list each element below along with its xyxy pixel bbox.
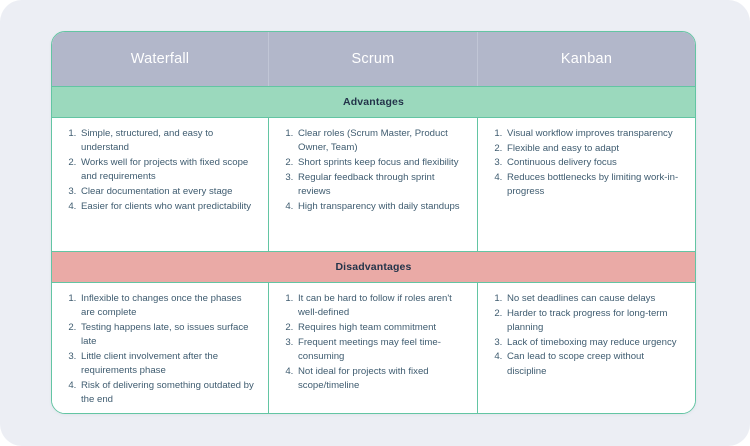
list-item: Inflexible to changes once the phases ar… bbox=[79, 292, 256, 320]
column-header-label: Kanban bbox=[560, 51, 613, 67]
list-item: Easier for clients who want predictabili… bbox=[79, 200, 256, 214]
section-band-label: Advantages bbox=[342, 96, 405, 108]
list-item: Little client involvement after the requ… bbox=[79, 350, 256, 378]
list-item: Simple, structured, and easy to understa… bbox=[79, 127, 256, 155]
list-item: Clear roles (Scrum Master, Product Owner… bbox=[296, 127, 465, 155]
advantages-cell-kanban: Visual workflow improves transparency Fl… bbox=[478, 118, 695, 251]
disadvantages-cell-kanban: No set deadlines can cause delays Harder… bbox=[478, 283, 695, 413]
list-item: It can be hard to follow if roles aren't… bbox=[296, 292, 465, 320]
list-item: Testing happens late, so issues surface … bbox=[79, 321, 256, 349]
list-item: Clear documentation at every stage bbox=[79, 185, 256, 199]
list-item: Risk of delivering something outdated by… bbox=[79, 379, 256, 407]
column-header-waterfall: Waterfall bbox=[52, 32, 268, 86]
list-item: Works well for projects with fixed scope… bbox=[79, 156, 256, 184]
advantages-row: Simple, structured, and easy to understa… bbox=[52, 118, 695, 251]
list-item: Short sprints keep focus and flexibility bbox=[296, 156, 465, 170]
disadvantages-row: Inflexible to changes once the phases ar… bbox=[52, 283, 695, 413]
advantages-cell-waterfall: Simple, structured, and easy to understa… bbox=[52, 118, 268, 251]
table-header-row: Waterfall Scrum Kanban bbox=[52, 32, 695, 86]
list-item: Flexible and easy to adapt bbox=[505, 142, 683, 156]
comparison-table-card: Waterfall Scrum Kanban Advantages Simple… bbox=[51, 31, 696, 414]
section-band-label: Disadvantages bbox=[335, 261, 412, 273]
list-item: No set deadlines can cause delays bbox=[505, 292, 683, 306]
section-band-disadvantages: Disadvantages bbox=[52, 251, 695, 283]
list-item: Reduces bottlenecks by limiting work-in-… bbox=[505, 171, 683, 199]
disadvantages-list-kanban: No set deadlines can cause delays Harder… bbox=[488, 292, 683, 379]
list-item: Continuous delivery focus bbox=[505, 156, 683, 170]
advantages-cell-scrum: Clear roles (Scrum Master, Product Owner… bbox=[268, 118, 478, 251]
column-header-scrum: Scrum bbox=[268, 32, 478, 86]
advantages-list-kanban: Visual workflow improves transparency Fl… bbox=[488, 127, 683, 200]
list-item: Frequent meetings may feel time-consumin… bbox=[296, 336, 465, 364]
list-item: Harder to track progress for long-term p… bbox=[505, 307, 683, 335]
list-item: Requires high team commitment bbox=[296, 321, 465, 335]
list-item: Visual workflow improves transparency bbox=[505, 127, 683, 141]
disadvantages-list-scrum: It can be hard to follow if roles aren't… bbox=[279, 292, 465, 393]
list-item: Can lead to scope creep without discipli… bbox=[505, 350, 683, 378]
section-band-advantages: Advantages bbox=[52, 86, 695, 118]
list-item: Regular feedback through sprint reviews bbox=[296, 171, 465, 199]
list-item: High transparency with daily standups bbox=[296, 200, 465, 214]
column-header-label: Waterfall bbox=[130, 51, 190, 67]
advantages-list-waterfall: Simple, structured, and easy to understa… bbox=[62, 127, 256, 214]
disadvantages-cell-scrum: It can be hard to follow if roles aren't… bbox=[268, 283, 478, 413]
list-item: Not ideal for projects with fixed scope/… bbox=[296, 365, 465, 393]
list-item: Lack of timeboxing may reduce urgency bbox=[505, 336, 683, 350]
column-header-kanban: Kanban bbox=[478, 32, 695, 86]
disadvantages-cell-waterfall: Inflexible to changes once the phases ar… bbox=[52, 283, 268, 413]
column-header-label: Scrum bbox=[351, 51, 395, 67]
advantages-list-scrum: Clear roles (Scrum Master, Product Owner… bbox=[279, 127, 465, 214]
disadvantages-list-waterfall: Inflexible to changes once the phases ar… bbox=[62, 292, 256, 407]
